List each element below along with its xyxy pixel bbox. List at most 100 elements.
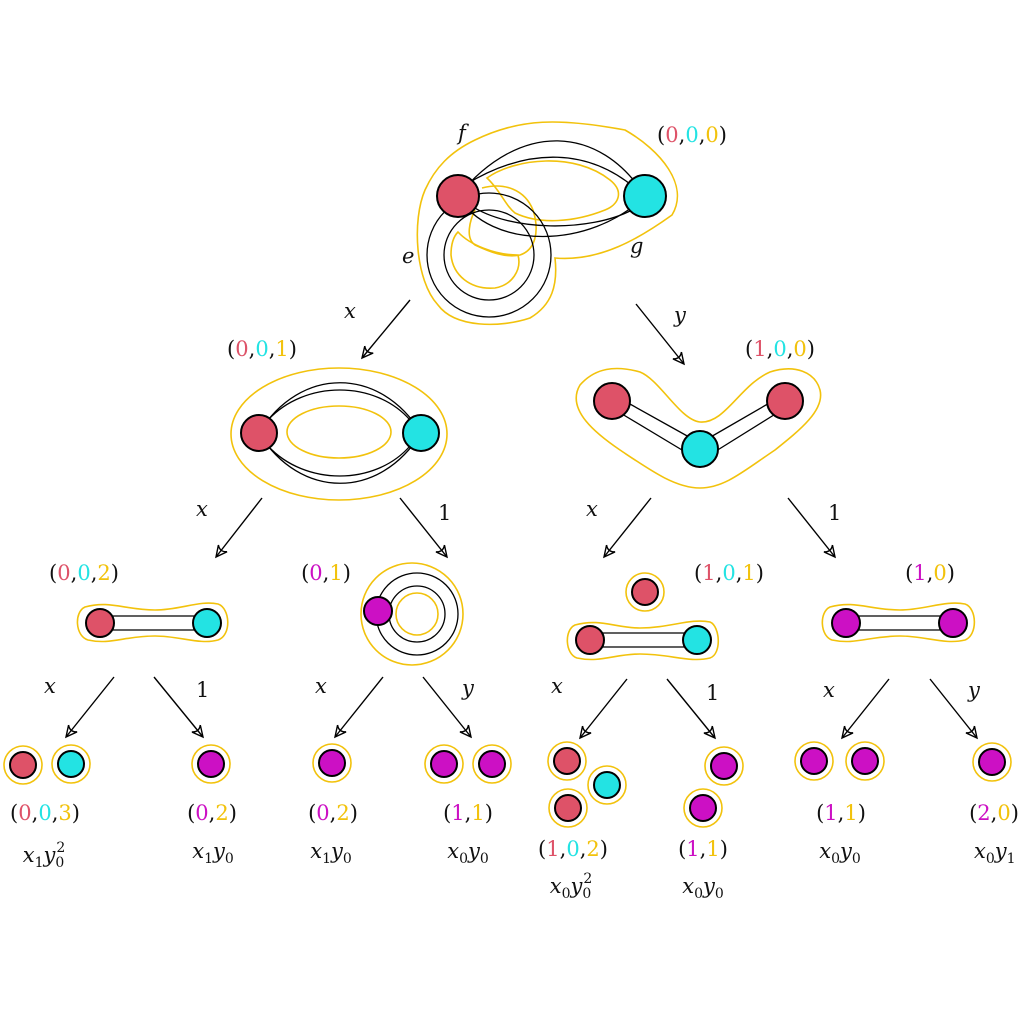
tuple-value: 0 <box>255 337 268 361</box>
edge-right-inner <box>707 407 786 457</box>
tuple-paren: ( <box>905 561 913 585</box>
tuple-paren: ( <box>10 801 18 825</box>
node-magenta <box>430 750 458 778</box>
monomial-sub: 1 <box>322 851 331 867</box>
tuple-value: 0 <box>309 561 322 585</box>
node-magenta <box>689 794 717 822</box>
edge-e-loop-outer <box>426 192 552 318</box>
monomial-var: y <box>467 839 481 863</box>
tuple-value: 1 <box>824 801 837 825</box>
tuple-value: 3 <box>58 801 71 825</box>
state-1-0-0: (1,0,0) <box>575 337 822 489</box>
monomial-var: x <box>310 839 322 863</box>
tuple-paren: ) <box>807 337 815 361</box>
arrow-label: x <box>586 497 598 521</box>
tuple-value: 0 <box>933 561 946 585</box>
node-cyan <box>682 625 712 655</box>
state-1-0: (1,0) <box>821 561 976 643</box>
tuple-paren: ( <box>745 337 753 361</box>
tuple-paren: ( <box>816 801 824 825</box>
state-0-1: (0,1) <box>301 561 464 666</box>
monomial-sub: 0 <box>343 851 352 867</box>
tuple-paren: ( <box>301 561 309 585</box>
tuple-value: 1 <box>913 561 926 585</box>
edge-label-g: g <box>630 234 643 258</box>
tuple: (1,1) <box>816 801 866 825</box>
monomial: x1​y0​ <box>192 839 234 867</box>
node-cyan <box>192 608 222 638</box>
tuple-value: 1 <box>471 801 484 825</box>
tuple-comma: , <box>209 801 216 825</box>
root-node-red <box>436 174 480 218</box>
tuple-paren: ) <box>485 801 493 825</box>
tuple-value: 1 <box>329 561 342 585</box>
face <box>312 743 352 783</box>
edge-e-loop-inner <box>443 209 535 301</box>
arrow-a-1: 1 <box>153 676 209 737</box>
tuple-value: 0 <box>773 337 786 361</box>
monomial-sub: 0 <box>480 851 489 867</box>
face <box>424 744 464 784</box>
arrow-label: x <box>196 497 208 521</box>
tuple-comma: , <box>736 561 743 585</box>
monomial: x0​y0​ <box>447 839 489 867</box>
node-red <box>240 414 278 452</box>
tuple-comma: , <box>52 801 59 825</box>
tuple-comma: , <box>465 801 472 825</box>
state-1-0-1: (1,0,1) <box>566 561 764 661</box>
node-magenta <box>197 750 225 778</box>
arrow-root-left: x <box>344 299 411 358</box>
face <box>548 788 588 828</box>
tuple-value: 2 <box>586 837 599 861</box>
monomial-sup: 2 <box>583 871 592 887</box>
arrow-c-1: 1 <box>666 678 719 738</box>
face <box>3 745 43 785</box>
monomial-var: y <box>330 839 344 863</box>
monomial: x1​y02​ <box>23 840 65 871</box>
edge-label-e: e <box>402 244 414 268</box>
monomial-var: y <box>212 839 226 863</box>
node-magenta-right <box>938 608 968 638</box>
arrow-d-x: x <box>823 678 890 738</box>
monomial-sub: 0 <box>562 886 571 902</box>
arrow-label-root-left: x <box>344 299 356 323</box>
tuple-value: 0 <box>997 801 1010 825</box>
root-tuple: (0,0,0) <box>657 123 727 147</box>
tuple-comma: , <box>71 561 78 585</box>
tuple-value: 2 <box>215 801 228 825</box>
arrow-b-y: y <box>422 676 475 737</box>
monomial-var: x <box>819 839 831 863</box>
tuple-value: 2 <box>97 561 110 585</box>
arrow-label: x <box>551 674 563 698</box>
face <box>683 788 723 828</box>
tuple-value: 0 <box>793 337 806 361</box>
monomial-sub: 0 <box>582 886 591 902</box>
tuple: (2,0) <box>969 801 1019 825</box>
leaf-1-1-c: (1,1) x0​y0​ <box>794 741 885 867</box>
arrow-label: 1 <box>196 678 209 702</box>
arrow-label: 1 <box>706 681 719 705</box>
node-cyan <box>593 771 621 799</box>
leaf-0-2-a: (0,2) x1​y0​ <box>187 744 237 867</box>
tuple-comma: , <box>330 801 337 825</box>
monomial-var: y <box>994 839 1008 863</box>
tuple: (0,2) <box>308 801 358 825</box>
face-outer <box>230 367 448 501</box>
tuple-paren: ) <box>343 561 351 585</box>
edge-top-outer <box>258 382 422 434</box>
monomial-sub: 0 <box>225 851 234 867</box>
node-cyan <box>402 414 440 452</box>
monomial-var: x <box>23 843 35 867</box>
monomial-sub: 0 <box>694 886 703 902</box>
node-red-isolated <box>631 578 659 606</box>
node-magenta <box>800 747 828 775</box>
tuple-1-0: (1,0) <box>905 561 955 585</box>
monomial-sub: 0 <box>852 851 861 867</box>
arrow-label: x <box>823 678 835 702</box>
monomial-sub: 1 <box>35 855 44 871</box>
node-red <box>553 747 581 775</box>
tuple-paren: ( <box>969 801 977 825</box>
tuple-0-0-2: (0,0,2) <box>49 561 119 585</box>
root-graph: f e g (0,0,0) <box>402 121 727 326</box>
